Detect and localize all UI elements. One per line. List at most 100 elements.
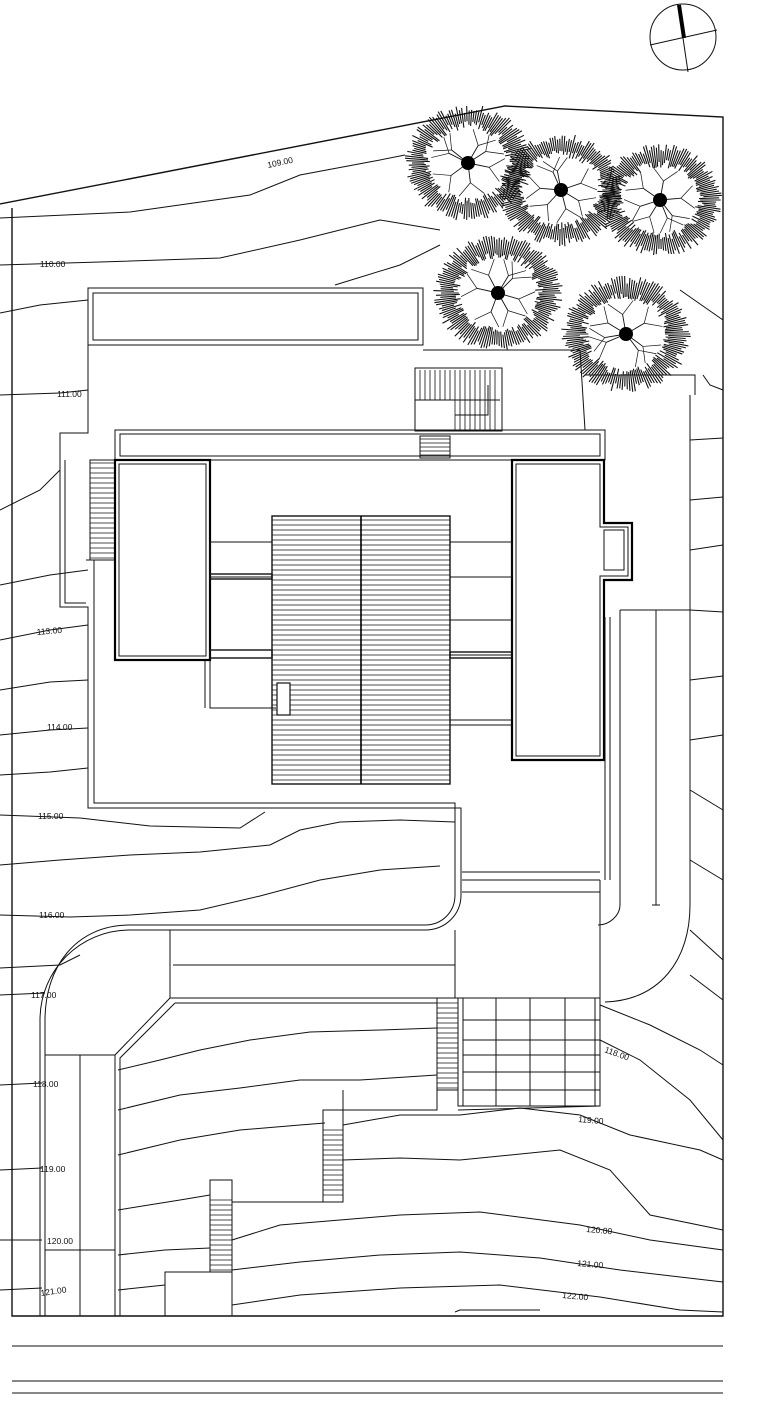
branch [507, 310, 526, 317]
canopy-stroke [481, 114, 486, 126]
canopy-stroke [600, 173, 613, 179]
canopy-stroke [597, 175, 613, 181]
canopy-stroke [509, 210, 527, 222]
branch [634, 350, 639, 368]
canopy-stroke [501, 182, 518, 186]
canopy-stroke [667, 144, 675, 169]
canopy-stroke [569, 224, 575, 239]
canopy-stroke [588, 363, 604, 383]
canopy-stroke [607, 208, 622, 213]
branch [431, 152, 450, 158]
canopy-stroke [500, 198, 525, 205]
canopy-stroke [405, 155, 429, 160]
canopy-stroke [639, 279, 647, 296]
branch [471, 268, 489, 276]
canopy-stroke [489, 117, 504, 136]
canopy-stroke [622, 156, 635, 170]
canopy-stroke [487, 193, 497, 208]
canopy-stroke [422, 124, 435, 135]
contour-label: 122.00 [562, 1290, 589, 1302]
canopy-stroke [458, 110, 463, 124]
canopy-stroke [442, 313, 460, 324]
canopy-stroke [556, 224, 560, 241]
trees [404, 105, 722, 392]
canopy-stroke [419, 136, 429, 142]
canopy-stroke [682, 157, 691, 168]
side-path [462, 374, 696, 1003]
canopy-stroke [572, 345, 592, 354]
branch [443, 137, 450, 154]
canopy-stroke [513, 213, 531, 228]
canopy-stroke [411, 170, 427, 175]
canopy-stroke [518, 214, 532, 227]
canopy-stroke [618, 227, 630, 238]
canopy-stroke [570, 327, 586, 330]
canopy-stroke [528, 255, 547, 270]
branch [552, 156, 560, 173]
canopy-stroke [483, 193, 495, 213]
canopy-stroke [629, 370, 634, 392]
canopy-stroke [420, 182, 435, 192]
canopy-stroke [552, 226, 556, 240]
canopy-stroke [634, 277, 642, 301]
canopy-stroke [651, 359, 667, 375]
canopy-stroke [418, 186, 433, 196]
canopy-stroke [606, 173, 627, 185]
canopy-stroke [501, 195, 521, 200]
canopy-stroke [699, 190, 720, 195]
canopy-stroke [703, 204, 717, 207]
canopy-stroke [593, 212, 607, 223]
branch [488, 167, 500, 182]
canopy-stroke [636, 368, 642, 384]
canopy-stroke [501, 200, 523, 207]
canopy-stroke [658, 305, 678, 317]
branch [565, 208, 582, 218]
canopy-stroke [523, 322, 534, 336]
canopy-stroke [610, 217, 631, 230]
canopy-stroke [411, 153, 424, 157]
canopy-stroke [534, 224, 542, 236]
canopy-stroke [667, 237, 672, 255]
canopy-stroke [573, 354, 589, 363]
canopy-stroke [645, 145, 651, 163]
canopy-stroke [506, 328, 513, 347]
canopy-stroke [549, 137, 554, 152]
canopy-stroke [606, 189, 622, 194]
right-building [510, 458, 634, 762]
canopy-stroke [609, 214, 623, 221]
canopy-stroke [703, 194, 722, 198]
canopy-stroke [509, 330, 515, 344]
canopy-stroke [617, 224, 636, 243]
canopy-stroke [679, 150, 689, 166]
canopy-stroke [683, 155, 698, 172]
canopy-stroke [435, 117, 445, 130]
canopy-stroke [524, 317, 540, 332]
canopy-stroke [442, 198, 451, 212]
branch [643, 306, 649, 324]
canopy-stroke [576, 219, 587, 238]
branch [557, 157, 568, 172]
canopy-stroke [664, 331, 689, 334]
canopy-stroke [537, 282, 553, 286]
canopy-stroke [689, 169, 704, 180]
canopy-stroke [604, 283, 612, 299]
canopy-stroke [698, 208, 715, 214]
canopy-stroke [646, 285, 661, 305]
canopy-stroke [616, 276, 621, 300]
canopy-stroke [597, 280, 609, 300]
canopy-stroke [593, 155, 606, 166]
canopy-stroke [602, 192, 622, 197]
branch [526, 188, 541, 199]
canopy-stroke [478, 105, 484, 123]
canopy-stroke [571, 311, 589, 320]
branch [659, 217, 668, 234]
canopy-stroke [586, 151, 597, 163]
canopy-stroke [518, 242, 528, 257]
canopy-stroke [665, 336, 686, 340]
canopy-stroke [678, 148, 688, 165]
canopy-stroke [430, 194, 442, 207]
canopy-stroke [474, 203, 478, 217]
canopy-stroke [454, 322, 469, 337]
branch [588, 336, 607, 343]
canopy-stroke [435, 293, 460, 296]
